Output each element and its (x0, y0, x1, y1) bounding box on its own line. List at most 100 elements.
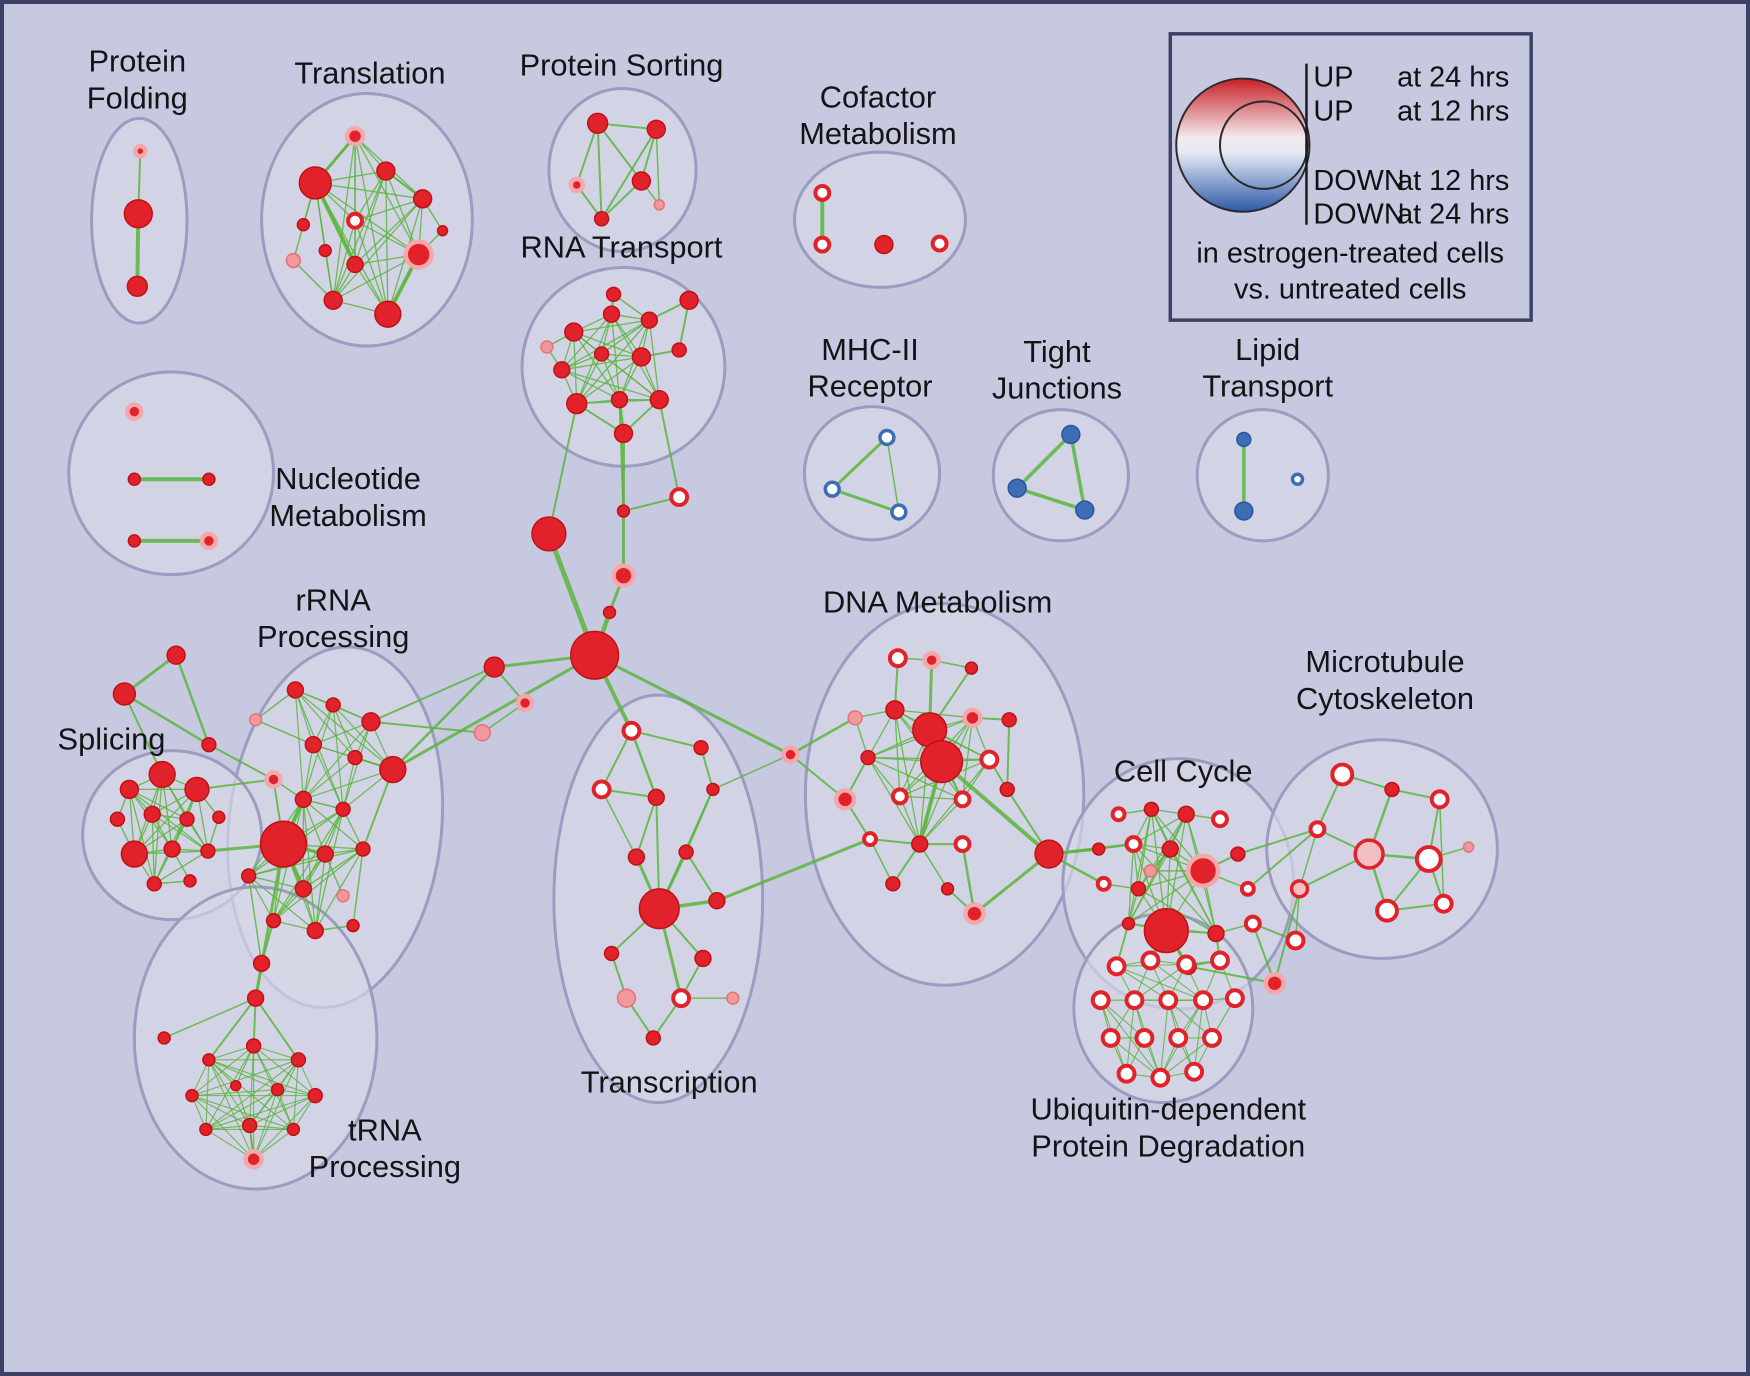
network-edge (600, 353, 660, 401)
network-nodes (109, 112, 1475, 1170)
network-node (627, 848, 646, 866)
network-node (999, 781, 1015, 798)
network-node (1375, 898, 1399, 923)
network-node (1243, 914, 1262, 933)
network-node (473, 724, 491, 742)
network-node (963, 902, 986, 925)
network-node (653, 199, 665, 211)
network-edge (610, 313, 621, 401)
network-node (1429, 789, 1450, 810)
network-node (143, 805, 161, 823)
legend-caption-line-1: vs. untreated cells (1234, 273, 1466, 305)
network-edge (253, 1059, 299, 1160)
network-node (649, 389, 669, 410)
network-node (201, 736, 217, 753)
network-node (1185, 853, 1221, 889)
network-node (166, 645, 186, 665)
network-node (1095, 875, 1112, 892)
network-edge (191, 1089, 279, 1097)
network-edge (314, 853, 326, 932)
network-node (671, 988, 692, 1009)
network-node (1091, 842, 1106, 856)
network-edge (635, 796, 658, 859)
network-edge (648, 319, 660, 401)
network-edge (919, 798, 964, 845)
cluster-ellipse-mhc-ii-receptor (802, 405, 942, 542)
network-node (631, 347, 652, 367)
cluster-ellipse-trna-processing (132, 885, 379, 1191)
network-node (1161, 840, 1179, 858)
network-edge (1127, 843, 1135, 925)
legend-direction-label-2: DOWN (1313, 165, 1404, 197)
network-node (202, 472, 216, 486)
network-node (133, 143, 148, 159)
network-node (962, 707, 983, 729)
network-node (613, 423, 634, 444)
network-node (270, 1082, 285, 1097)
network-edge (1187, 965, 1276, 985)
network-node (930, 234, 949, 253)
network-node (1384, 781, 1400, 798)
network-node (638, 888, 680, 930)
network-edge (208, 1059, 316, 1097)
network-node (185, 1088, 199, 1103)
network-edge (600, 788, 638, 858)
network-node (1184, 1061, 1205, 1082)
network-edge (332, 135, 356, 301)
network-node (306, 921, 324, 940)
network-edge (354, 198, 424, 266)
network-node (290, 1052, 307, 1068)
network-edge (332, 704, 344, 810)
network-edge (593, 653, 792, 757)
network-edge (254, 997, 300, 1061)
network-edge (302, 848, 364, 890)
network-node (323, 290, 343, 310)
network-node (647, 788, 665, 807)
cluster-label-tight-junctions: Tight (1023, 334, 1091, 369)
network-edge (332, 253, 420, 301)
network-node (376, 161, 396, 181)
network-node (296, 217, 311, 232)
network-node (202, 1053, 216, 1067)
network-edge (869, 838, 894, 885)
network-edge (576, 313, 613, 405)
legend-time-label-3: at 24 hrs (1397, 199, 1509, 231)
network-node (1121, 916, 1136, 931)
network-edge (207, 997, 257, 1061)
cluster-label-cofactor-metabolism: Cofactor (820, 79, 936, 114)
network-node (1433, 893, 1454, 914)
network-node (259, 820, 308, 868)
network-node (586, 112, 609, 134)
cluster-label-splicing: Splicing (58, 722, 166, 757)
network-edge (658, 398, 681, 499)
network-edge (332, 198, 424, 301)
cluster-label-nucleotide-metabolism: Metabolism (269, 498, 426, 533)
network-node (1168, 1028, 1189, 1048)
network-node (678, 844, 694, 860)
network-node (616, 504, 631, 518)
network-edge (547, 402, 578, 535)
network-edge (655, 128, 661, 206)
network-edge (294, 689, 314, 746)
network-edge (918, 843, 949, 890)
legend-inner-disc-12hrs (1218, 100, 1309, 190)
network-edge (302, 704, 334, 800)
network-edge (248, 875, 275, 922)
network-edge (369, 666, 496, 723)
network-node (1106, 956, 1127, 977)
network-edge (123, 692, 164, 776)
network-edge (561, 313, 613, 371)
network-node (1158, 990, 1179, 1011)
network-node (1202, 1028, 1222, 1048)
legend-time-label-2: at 12 hrs (1397, 165, 1509, 197)
network-edge (248, 875, 316, 932)
network-node (347, 749, 363, 766)
network-edge (1236, 828, 1319, 856)
network-node (286, 1122, 301, 1137)
legend-box (1168, 32, 1533, 322)
network-edge (205, 1045, 255, 1130)
network-edge (191, 1045, 255, 1097)
network-node (1193, 990, 1214, 1011)
network-node (1110, 806, 1127, 823)
